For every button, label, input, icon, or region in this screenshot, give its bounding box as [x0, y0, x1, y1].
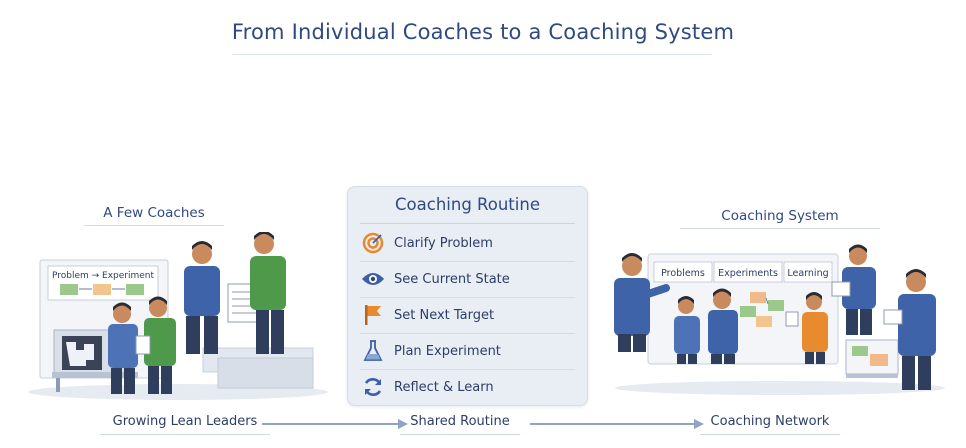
eye-icon [360, 266, 386, 292]
coaching-routine-panel: Coaching Routine Clarify Problem See Cur… [347, 186, 588, 406]
flow-rule [700, 434, 840, 435]
routine-title: Coaching Routine [395, 195, 540, 214]
few-coaches-illustration: Problem → Experiment [28, 232, 328, 400]
right-section-label: Coaching System [721, 208, 839, 224]
flow-step-growing-lean-leaders: Growing Lean Leaders [112, 414, 258, 429]
routine-step-plan-experiment: Plan Experiment [360, 333, 575, 369]
routine-step-set-next-target: Set Next Target [360, 297, 575, 333]
step-label: See Current State [394, 271, 510, 287]
flow-step-coaching-network: Coaching Network [710, 414, 830, 429]
left-section-label: A Few Coaches [103, 205, 205, 221]
routine-step-clarify-problem: Clarify Problem [360, 225, 575, 261]
flask-icon [360, 338, 386, 364]
flow-step-shared-routine: Shared Routine [410, 414, 510, 429]
right-section-rule [680, 228, 880, 229]
step-label: Clarify Problem [394, 235, 493, 251]
step-divider [360, 333, 575, 334]
step-label: Plan Experiment [394, 343, 501, 359]
coaching-system-illustration: Problems Experiments Learning [614, 244, 945, 395]
board-column-problems: Problems [661, 268, 705, 279]
step-divider [360, 369, 575, 370]
arrow-right-icon [530, 419, 704, 429]
flag-icon [360, 302, 386, 328]
board-column-experiments: Experiments [718, 268, 778, 279]
flow-rule [400, 434, 520, 435]
page-title: From Individual Coaches to a Coaching Sy… [231, 20, 735, 44]
title-divider [232, 54, 712, 55]
flow-rule [100, 434, 270, 435]
step-divider [360, 297, 575, 298]
cycle-icon [360, 374, 386, 400]
step-label: Set Next Target [394, 307, 495, 323]
routine-title-rule [360, 223, 575, 224]
left-section-rule [84, 225, 224, 226]
step-label: Reflect & Learn [394, 379, 494, 395]
board-text: Problem → Experiment [52, 271, 155, 281]
routine-step-reflect-learn: Reflect & Learn [360, 369, 575, 405]
step-divider [360, 261, 575, 262]
target-icon [360, 230, 386, 256]
routine-step-see-current-state: See Current State [360, 261, 575, 297]
board-column-learning: Learning [787, 268, 828, 279]
arrow-right-icon [262, 419, 408, 429]
